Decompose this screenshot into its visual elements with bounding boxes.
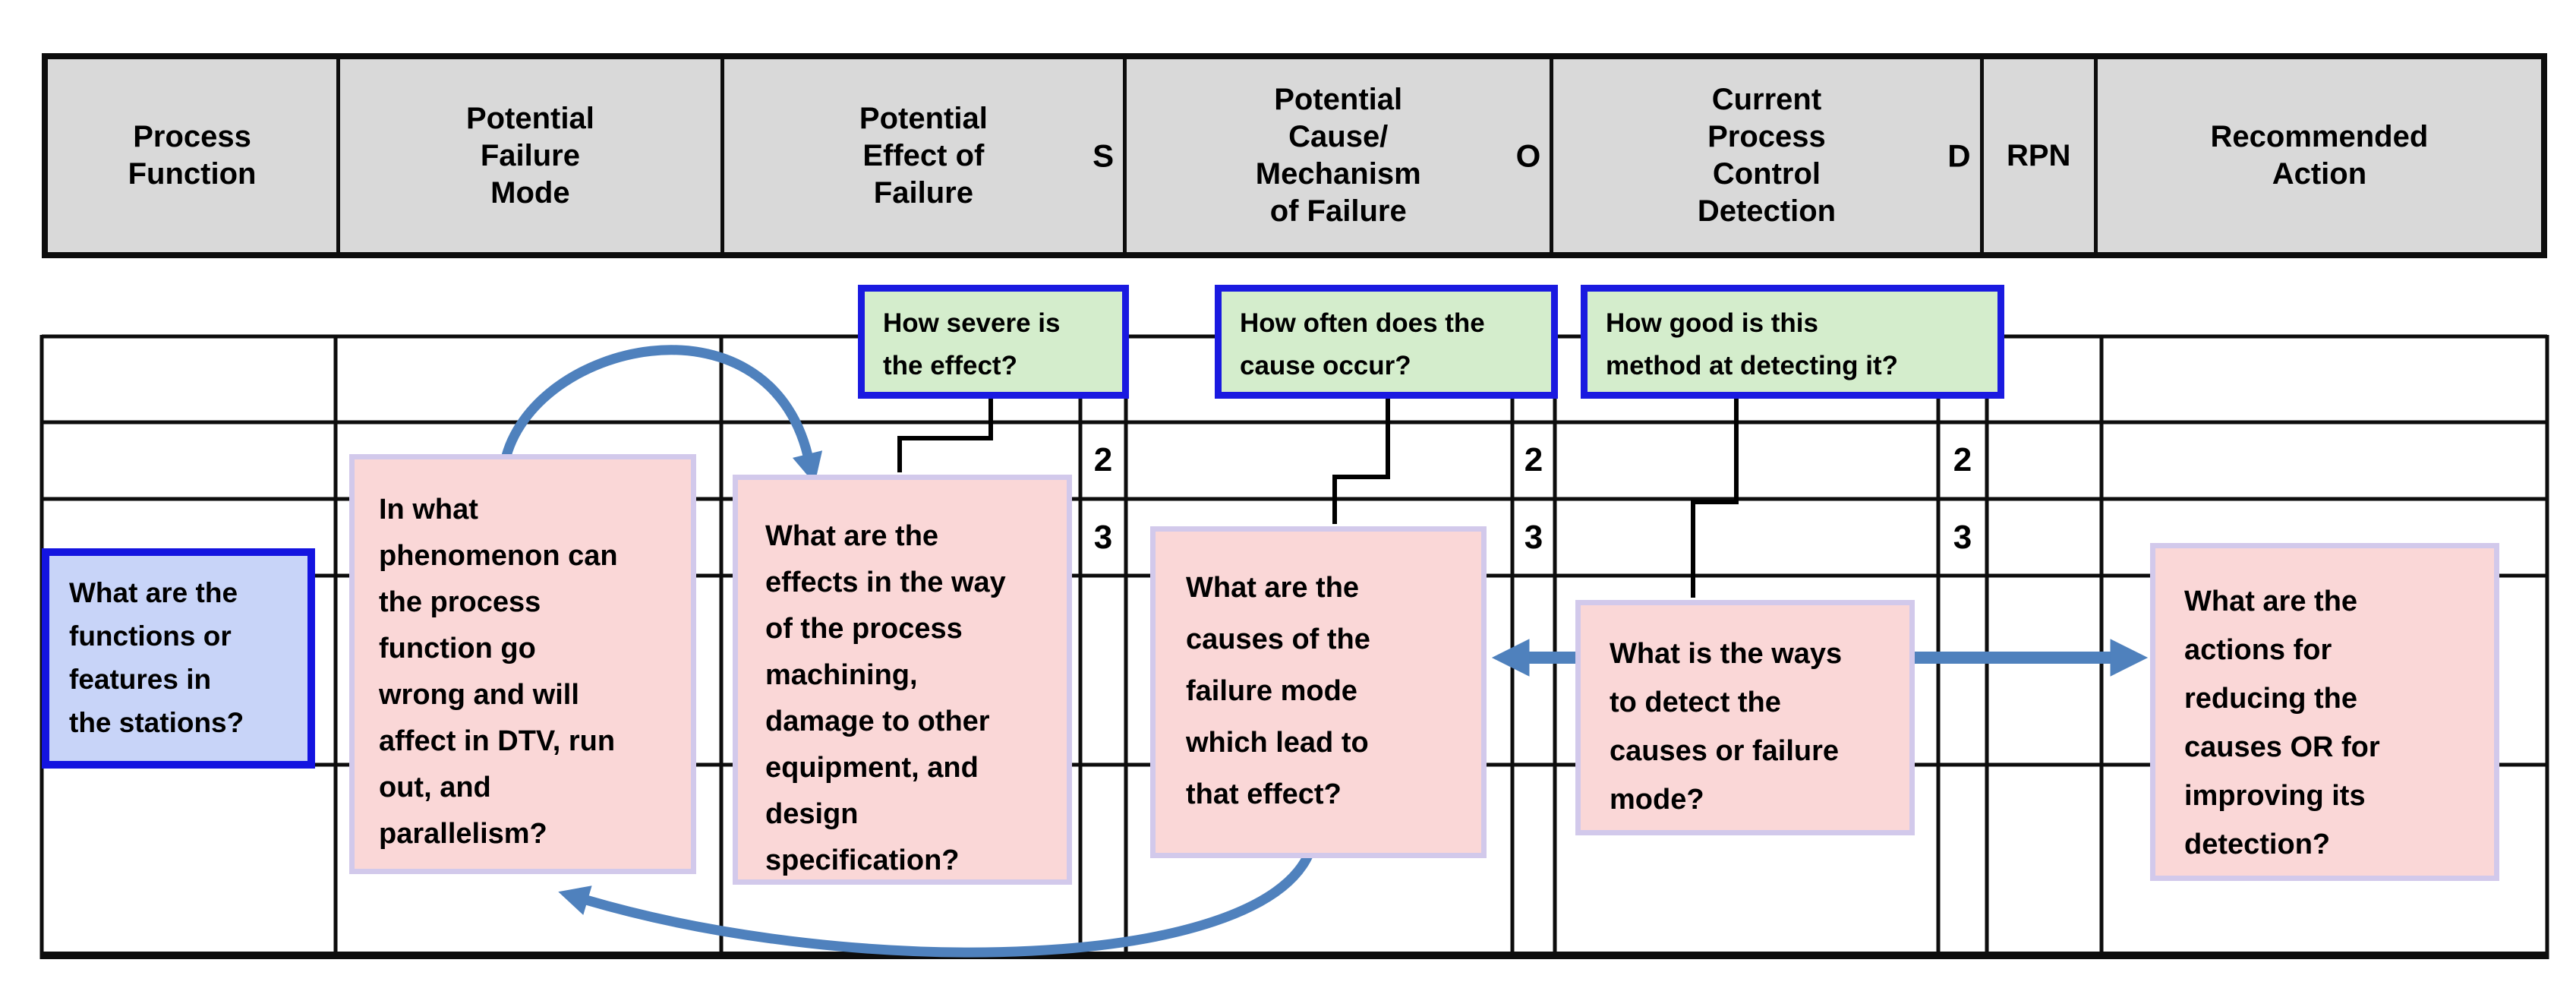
header-recommended-action: Recommended Action xyxy=(2098,59,2541,252)
occurrence-column-letter: O xyxy=(1515,137,1541,174)
callout-effect: What are the effects in the way of the p… xyxy=(733,475,1072,885)
header-potential-effect: Potential Effect of Failure S xyxy=(724,59,1127,252)
callout-control: What is the ways to detect the causes or… xyxy=(1575,600,1915,835)
callout-failure-mode: In what phenomenon can the process funct… xyxy=(349,454,696,874)
fmea-header-row: Process Function Potential Failure Mode … xyxy=(42,53,2547,258)
connector-occurrence xyxy=(1332,397,1390,524)
connector-severity xyxy=(897,397,993,472)
severity-column-letter: S xyxy=(1093,137,1115,174)
header-label: Current Process Control Detection xyxy=(1697,83,1837,228)
severity-rating-row1: 2 xyxy=(1093,441,1113,478)
header-current-control: Current Process Control Detection D xyxy=(1553,59,1984,252)
arrow-cause-to-failure-mode xyxy=(558,850,1315,958)
callout-occurrence-question: How often does the cause occur? xyxy=(1215,285,1558,399)
callout-severity-question: How severe is the effect? xyxy=(858,285,1129,399)
header-label: Recommended Action xyxy=(2210,120,2429,191)
occurrence-rating-row1: 2 xyxy=(1524,441,1543,478)
connector-detection xyxy=(1691,397,1739,598)
header-label: Process Function xyxy=(128,120,257,191)
detection-rating-row1: 2 xyxy=(1953,441,1972,478)
header-process-function: Process Function xyxy=(48,59,341,252)
callout-process-function: What are the functions or features in th… xyxy=(42,548,315,769)
callout-action: What are the actions for reducing the ca… xyxy=(2150,543,2499,881)
header-rpn: RPN xyxy=(1984,59,2098,252)
arrow-failure-mode-to-effect xyxy=(500,345,823,485)
header-potential-failure-mode: Potential Failure Mode xyxy=(340,59,724,252)
detection-column-letter: D xyxy=(1947,137,1971,174)
callout-cause: What are the causes of the failure mode … xyxy=(1150,526,1487,858)
header-label: Potential Cause/ Mechanism of Failure xyxy=(1255,83,1421,228)
callout-detection-question: How good is this method at detecting it? xyxy=(1581,285,2004,399)
header-label: Potential Effect of Failure xyxy=(859,101,988,210)
occurrence-rating-row2: 3 xyxy=(1524,519,1543,556)
detection-rating-row2: 3 xyxy=(1953,519,1972,556)
header-potential-cause: Potential Cause/ Mechanism of Failure O xyxy=(1127,59,1554,252)
header-label: Potential Failure Mode xyxy=(465,101,594,210)
severity-rating-row2: 3 xyxy=(1093,519,1113,556)
header-label: RPN xyxy=(2006,138,2071,172)
